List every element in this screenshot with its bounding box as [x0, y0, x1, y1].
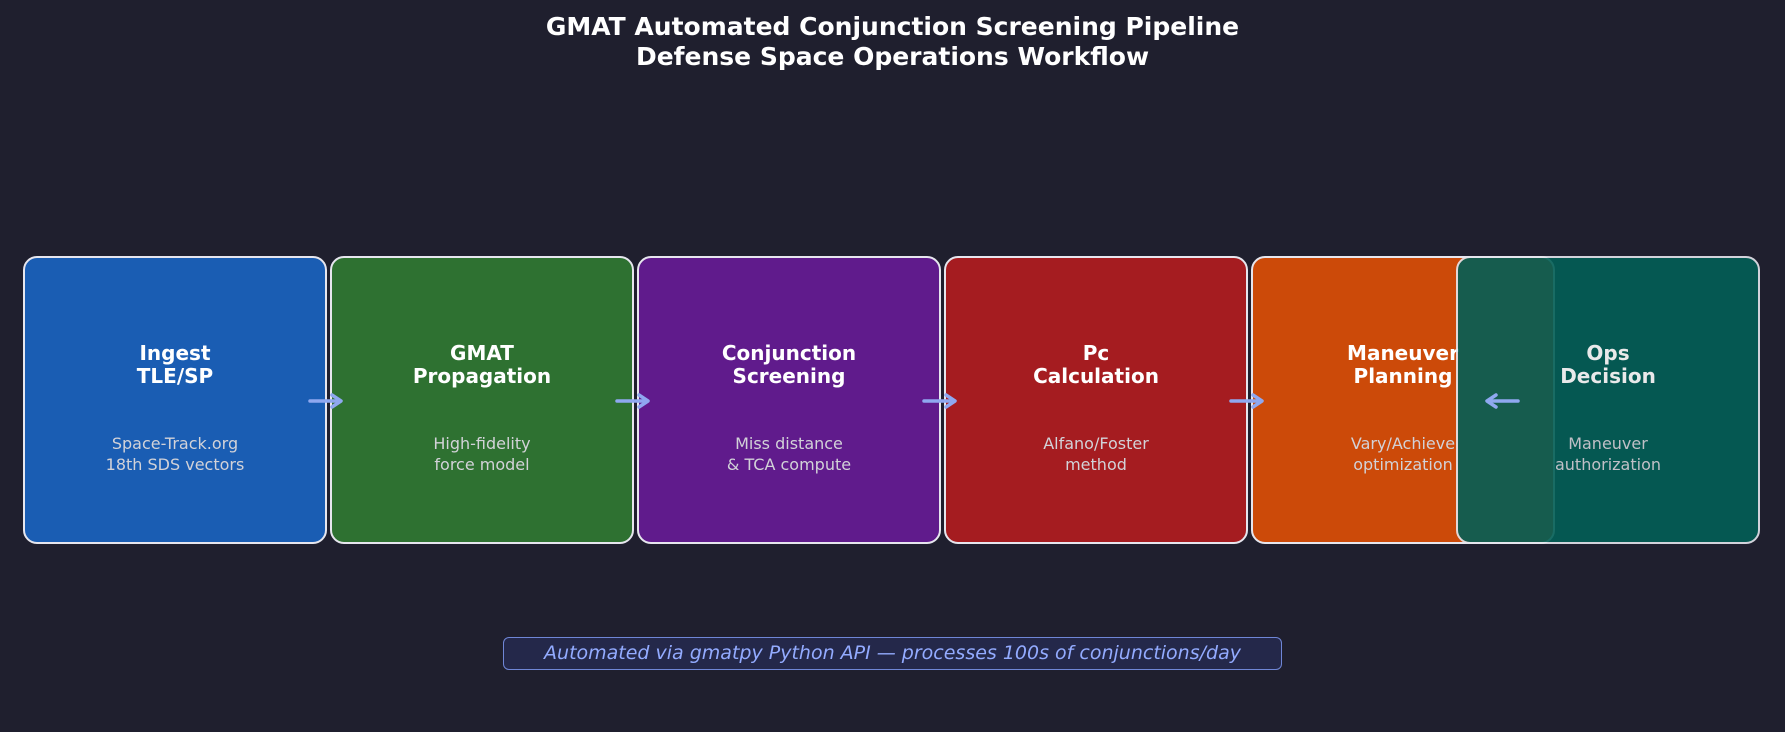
- stage-heading: Pc Calculation: [1033, 341, 1159, 388]
- stage-heading: Ingest TLE/SP: [136, 341, 214, 388]
- stage-description: Space-Track.org 18th SDS vectors: [105, 434, 245, 474]
- right-arrow-icon: [1229, 393, 1264, 409]
- stage-description: High-fidelity force model: [433, 434, 531, 474]
- stage-gmat-propagation: GMAT Propagation High-fidelity force mod…: [330, 256, 634, 544]
- stage-conjunction-screening: Conjunction Screening Miss distance & TC…: [637, 256, 941, 544]
- title-line-1: GMAT Automated Conjunction Screening Pip…: [545, 12, 1240, 41]
- footer-note: Automated via gmatpy Python API — proces…: [503, 637, 1282, 670]
- stage-description: Maneuver authorization: [1554, 434, 1662, 474]
- left-arrow-icon: [1485, 393, 1520, 409]
- stage-heading: Maneuver Planning: [1347, 341, 1459, 388]
- right-arrow-icon: [615, 393, 650, 409]
- stage-heading: GMAT Propagation: [412, 341, 552, 388]
- title-line-2: Defense Space Operations Workflow: [635, 42, 1150, 71]
- stage-description: Vary/Achieve optimization: [1350, 434, 1456, 474]
- stage-pc-calculation: Pc Calculation Alfano/Foster method: [944, 256, 1248, 544]
- right-arrow-icon: [308, 393, 343, 409]
- stage-description: Miss distance & TCA compute: [726, 434, 852, 474]
- stage-description: Alfano/Foster method: [1043, 434, 1149, 474]
- stage-heading: Ops Decision: [1560, 341, 1656, 388]
- right-arrow-icon: [922, 393, 957, 409]
- stage-ingest: Ingest TLE/SP Space-Track.org 18th SDS v…: [23, 256, 327, 544]
- diagram-title: GMAT Automated Conjunction Screening Pip…: [0, 12, 1785, 72]
- stage-heading: Conjunction Screening: [721, 341, 857, 388]
